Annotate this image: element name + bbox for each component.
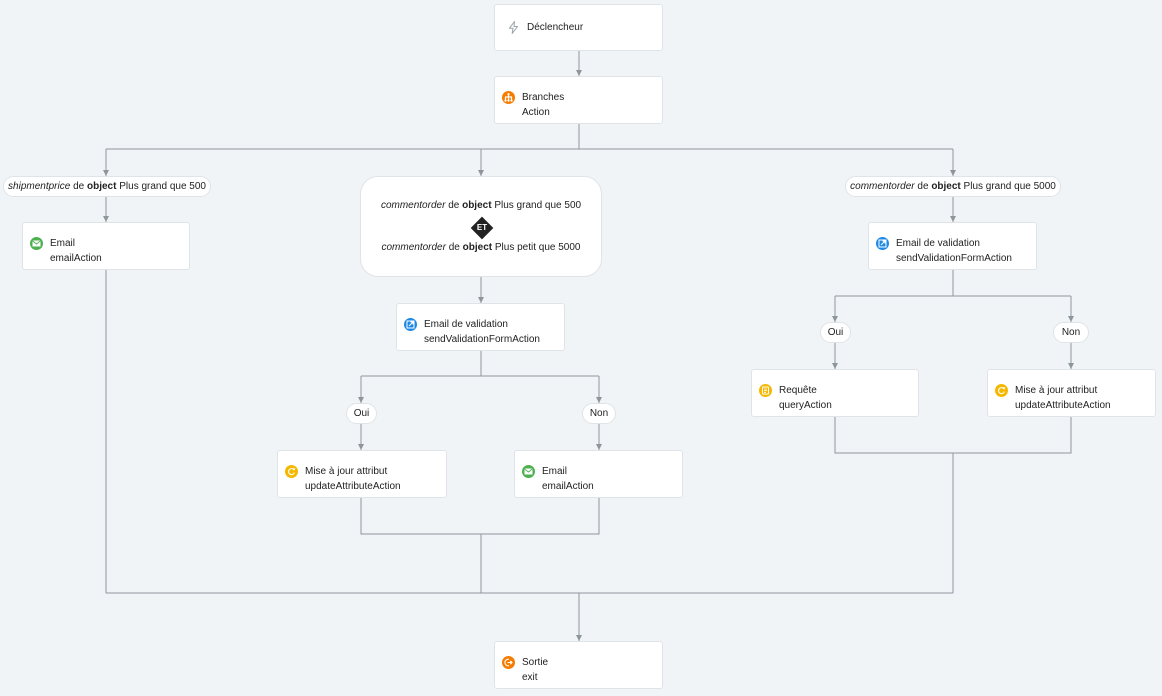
- condition-pill[interactable]: commentorder de object Plus grand que 50…: [845, 176, 1061, 197]
- node-title: Branches: [522, 92, 565, 103]
- validation-icon: [404, 318, 417, 331]
- arrow-head: [596, 444, 602, 450]
- arrow-head: [1068, 363, 1074, 369]
- condition-text: commentorder de object Plus grand que 50…: [380, 200, 582, 211]
- email-node[interactable]: Email emailAction: [514, 450, 683, 498]
- node-subtitle: Action: [522, 107, 550, 118]
- validation-icon: [876, 237, 889, 250]
- arrow-head: [596, 397, 602, 403]
- trigger-node[interactable]: Déclencheur: [494, 4, 663, 51]
- exit-icon: [502, 656, 515, 669]
- arrow-head: [576, 635, 582, 641]
- envelope-icon: [522, 465, 535, 478]
- email-node[interactable]: Email emailAction: [22, 222, 190, 270]
- arrow-head: [950, 216, 956, 222]
- yes-label[interactable]: Oui: [820, 322, 851, 343]
- refresh-icon: [285, 465, 298, 478]
- validation-node[interactable]: Email de validation sendValidationFormAc…: [396, 303, 565, 351]
- operator-label: ET: [476, 223, 488, 232]
- node-subtitle: emailAction: [50, 253, 102, 264]
- node-title: Mise à jour attribut: [305, 466, 388, 477]
- condition-text: commentorder de object Plus grand que 50…: [850, 181, 1056, 192]
- arrow-head: [576, 70, 582, 76]
- arrow-head: [358, 397, 364, 403]
- arrow-head: [832, 316, 838, 322]
- arrow-head: [103, 216, 109, 222]
- branches-icon: [502, 91, 515, 104]
- node-title: Email: [50, 238, 76, 249]
- arrow-head: [478, 297, 484, 303]
- query-node[interactable]: Requête queryAction: [751, 369, 919, 417]
- arrow-head: [950, 170, 956, 176]
- node-subtitle: updateAttributeAction: [305, 481, 401, 492]
- update-attribute-node[interactable]: Mise à jour attribut updateAttributeActi…: [277, 450, 447, 498]
- exit-node[interactable]: Sortie exit: [494, 641, 663, 689]
- branches-node[interactable]: Branches Action: [494, 76, 663, 124]
- yes-label[interactable]: Oui: [346, 403, 377, 424]
- condition-pill[interactable]: shipmentprice de object Plus grand que 5…: [3, 176, 211, 197]
- node-subtitle: sendValidationFormAction: [424, 334, 540, 345]
- node-subtitle: sendValidationFormAction: [896, 253, 1012, 264]
- arrow-head: [103, 170, 109, 176]
- arrow-head: [358, 444, 364, 450]
- node-subtitle: emailAction: [542, 481, 594, 492]
- node-title: Email: [542, 466, 568, 477]
- arrow-head: [1068, 316, 1074, 322]
- arrow-head: [478, 170, 484, 176]
- update-attribute-node[interactable]: Mise à jour attribut updateAttributeActi…: [987, 369, 1156, 417]
- connector: [834, 417, 1072, 454]
- condition-text: shipmentprice de object Plus grand que 5…: [8, 181, 206, 192]
- no-label[interactable]: Non: [1053, 322, 1089, 343]
- node-subtitle: updateAttributeAction: [1015, 400, 1111, 411]
- no-label[interactable]: Non: [582, 403, 616, 424]
- node-title: Requête: [779, 385, 817, 396]
- envelope-icon: [30, 237, 43, 250]
- node-title: Sortie: [522, 657, 549, 668]
- arrow-head: [832, 363, 838, 369]
- node-title: Email de validation: [896, 238, 980, 249]
- node-subtitle: exit: [522, 672, 538, 683]
- node-subtitle: queryAction: [779, 400, 832, 411]
- query-icon: [759, 384, 772, 397]
- compound-condition[interactable]: commentorder de object Plus grand que 50…: [360, 176, 602, 277]
- connector: [360, 498, 600, 535]
- validation-node[interactable]: Email de validation sendValidationFormAc…: [868, 222, 1037, 270]
- node-title: Mise à jour attribut: [1015, 385, 1098, 396]
- condition-text: commentorder de object Plus petit que 50…: [381, 242, 581, 253]
- bolt-icon: [507, 21, 520, 34]
- refresh-icon: [995, 384, 1008, 397]
- node-title: Déclencheur: [527, 22, 584, 33]
- node-title: Email de validation: [424, 319, 508, 330]
